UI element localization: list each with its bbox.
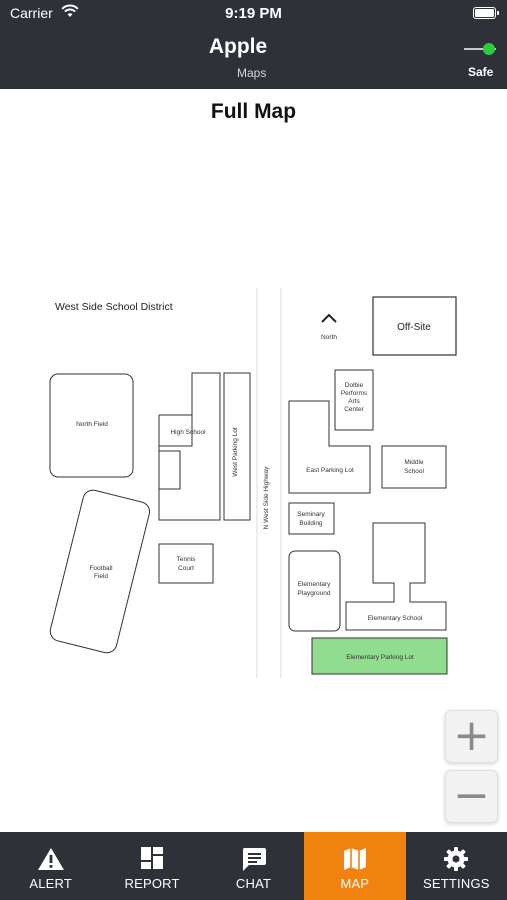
settings-icon xyxy=(444,847,469,871)
zoom-in-button[interactable]: + xyxy=(445,710,498,763)
football-field[interactable] xyxy=(48,488,151,655)
seminary-label-1: Seminary xyxy=(297,511,325,518)
middle-school-label-1: Middle xyxy=(404,459,424,466)
high-school[interactable] xyxy=(158,372,221,521)
middle-school[interactable] xyxy=(381,445,447,489)
tab-map[interactable]: MAP xyxy=(304,832,406,900)
football-field-label-2: Field xyxy=(94,573,108,580)
elementary-parking-label: Elementary Parking Lot xyxy=(346,654,414,661)
campus-map-svg[interactable]: N West Side Highway West Side School Dis… xyxy=(0,280,507,700)
high-school-annex[interactable] xyxy=(158,450,181,490)
safe-label: Safe xyxy=(468,65,494,79)
zoom-out-button[interactable]: − xyxy=(445,770,498,823)
east-parking-lot[interactable] xyxy=(288,400,371,494)
off-site[interactable] xyxy=(372,296,457,356)
elementary-parking-lot[interactable] xyxy=(311,637,448,675)
elementary-school-label: Elementary School xyxy=(368,615,423,622)
playground-label-2: Playground xyxy=(298,590,331,597)
tab-chat[interactable]: CHAT xyxy=(203,832,304,900)
status-bar: Carrier 9:19 PM xyxy=(0,0,507,26)
compass-arrow-icon xyxy=(321,313,337,323)
alert-icon xyxy=(37,848,64,870)
football-field-label-1: Football xyxy=(89,565,113,572)
app-subtitle: Maps xyxy=(237,66,267,80)
west-parking-lot[interactable] xyxy=(223,372,251,521)
tab-report[interactable]: REPORT xyxy=(101,832,202,900)
tennis-court-label-2: Court xyxy=(178,565,194,572)
dolbie-label-3: Arts xyxy=(348,398,360,405)
district-title: West Side School District xyxy=(55,301,173,313)
north-field[interactable] xyxy=(49,373,134,478)
highway-label: N West Side Highway xyxy=(263,466,270,529)
west-parking-label: West Parking Lot xyxy=(232,427,239,477)
safe-toggle-track xyxy=(464,48,496,50)
elementary-school[interactable] xyxy=(345,522,447,631)
safe-toggle[interactable] xyxy=(462,40,500,58)
battery-icon xyxy=(473,7,496,19)
tab-map-label: MAP xyxy=(340,876,370,891)
tab-chat-label: CHAT xyxy=(235,876,272,891)
dolbie-arts-center[interactable] xyxy=(334,369,374,431)
playground-label-1: Elementary xyxy=(298,581,332,588)
map-icon xyxy=(343,848,366,870)
dolbie-label-2: Performs xyxy=(341,390,368,397)
chat-icon xyxy=(242,848,266,871)
tab-report-label: REPORT xyxy=(124,876,180,891)
east-parking-label: East Parking Lot xyxy=(306,467,354,474)
wifi-icon xyxy=(61,4,79,17)
high-school-label: High School xyxy=(170,429,206,436)
middle-school-label-2: School xyxy=(404,468,424,475)
off-site-label: Off-Site xyxy=(397,322,431,333)
battery-cap xyxy=(497,11,499,15)
clock: 9:19 PM xyxy=(225,5,282,22)
elementary-playground[interactable] xyxy=(288,550,341,632)
seminary-label-2: Building xyxy=(299,520,323,527)
safe-status-indicator xyxy=(483,43,495,55)
report-icon xyxy=(141,847,164,869)
carrier-label: Carrier xyxy=(10,5,53,21)
page-title: Full Map xyxy=(210,100,297,123)
tennis-court[interactable] xyxy=(158,543,214,584)
dolbie-label-4: Center xyxy=(344,406,364,413)
tab-bar: ALERT REPORT CHAT MAP xyxy=(0,832,507,900)
seminary-building[interactable] xyxy=(288,502,335,535)
tennis-court-label-1: Tennis xyxy=(177,556,197,563)
header: Apple Maps Safe xyxy=(0,26,507,89)
tab-settings-label: SETTINGS xyxy=(423,876,490,891)
tab-settings[interactable]: SETTINGS xyxy=(406,832,507,900)
battery-level xyxy=(475,9,494,17)
app-title: Apple xyxy=(208,35,268,58)
north-field-label: North Field xyxy=(76,421,108,428)
compass-label: North xyxy=(321,334,337,341)
tab-alert[interactable]: ALERT xyxy=(0,832,101,900)
tab-alert-label: ALERT xyxy=(29,876,73,891)
campus-map[interactable]: N West Side Highway West Side School Dis… xyxy=(0,280,507,700)
dolbie-label-1: Dolbie xyxy=(345,382,364,389)
